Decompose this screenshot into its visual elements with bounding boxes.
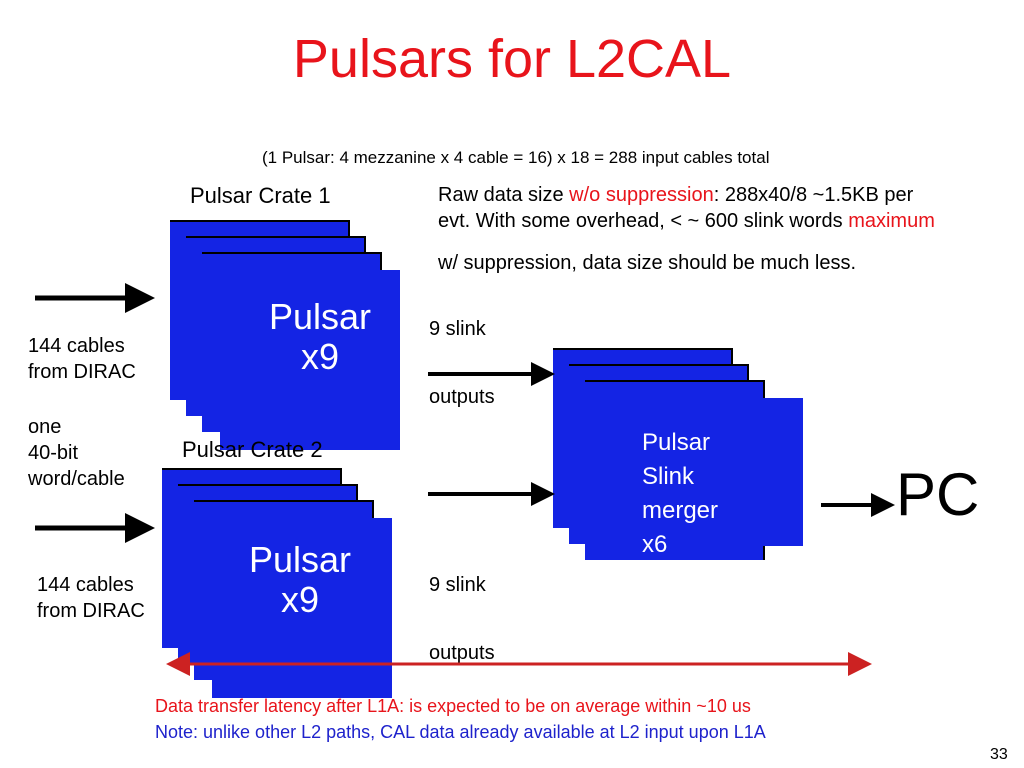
raw-data-note-line1: Raw data size w/o suppression: 288x40/8 … bbox=[438, 182, 913, 208]
pulsar-label-line2: x9 bbox=[300, 336, 340, 377]
input-label-line1: 144 cables bbox=[28, 335, 125, 357]
merger-label-line1: Pulsar bbox=[642, 429, 711, 456]
pulsar-label-line1: Pulsar bbox=[248, 539, 352, 580]
raw-data-note-text: Raw data size bbox=[438, 184, 570, 206]
word-note: one 40-bit word/cable bbox=[28, 414, 125, 492]
outputs2-line1: 9 slink bbox=[429, 574, 486, 596]
page-number: 33 bbox=[990, 746, 1008, 763]
page-title: Pulsars for L2CAL bbox=[292, 29, 732, 89]
subtitle: (1 Pulsar: 4 mezzanine x 4 cable = 16) x… bbox=[262, 148, 770, 167]
crate1-title: Pulsar Crate 1 bbox=[190, 183, 331, 208]
input-label-line2: from DIRAC bbox=[37, 600, 145, 622]
l2-note: Note: unlike other L2 paths, CAL data al… bbox=[155, 722, 766, 742]
crate2-pulsar-label: Pulsar x9 bbox=[220, 540, 380, 620]
raw-data-note-highlight: maximum bbox=[848, 210, 935, 232]
crate1-input-label: 144 cables from DIRAC bbox=[28, 333, 136, 385]
crate2-input-label: 144 cables from DIRAC bbox=[37, 572, 145, 624]
outputs1-line2: outputs bbox=[429, 386, 495, 408]
merger-board bbox=[603, 398, 803, 546]
input-label-line1: 144 cables bbox=[37, 574, 134, 596]
merger-label-line2: Slink merger bbox=[642, 463, 719, 524]
crate1-pulsar-label: Pulsar x9 bbox=[240, 297, 400, 377]
suppression-note: w/ suppression, data size should be much… bbox=[438, 252, 856, 274]
raw-data-note-text: : 288x40/8 ~1.5KB per bbox=[713, 184, 914, 206]
pulsar-board bbox=[220, 270, 400, 450]
raw-data-note-text: evt. With some overhead, < ~ 600 slink w… bbox=[438, 210, 849, 232]
word-note-line2: 40-bit bbox=[28, 442, 79, 464]
merger-label-line3: x6 bbox=[642, 531, 668, 558]
raw-data-note-highlight: w/o suppression bbox=[569, 184, 714, 206]
input-label-line2: from DIRAC bbox=[28, 361, 136, 383]
crate2-title: Pulsar Crate 2 bbox=[182, 437, 323, 462]
pulsar-label-line2: x9 bbox=[280, 579, 320, 620]
outputs1-line1: 9 slink bbox=[429, 318, 486, 340]
word-note-line3: word/cable bbox=[28, 468, 125, 490]
latency-note: Data transfer latency after L1A: is expe… bbox=[155, 696, 751, 716]
merger-label: Pulsar Slink merger x6 bbox=[642, 426, 718, 562]
pulsar-label-line1: Pulsar bbox=[268, 296, 372, 337]
pc-label: PC bbox=[896, 461, 980, 528]
word-note-line1: one bbox=[28, 416, 62, 438]
raw-data-note-line2: evt. With some overhead, < ~ 600 slink w… bbox=[438, 208, 935, 234]
